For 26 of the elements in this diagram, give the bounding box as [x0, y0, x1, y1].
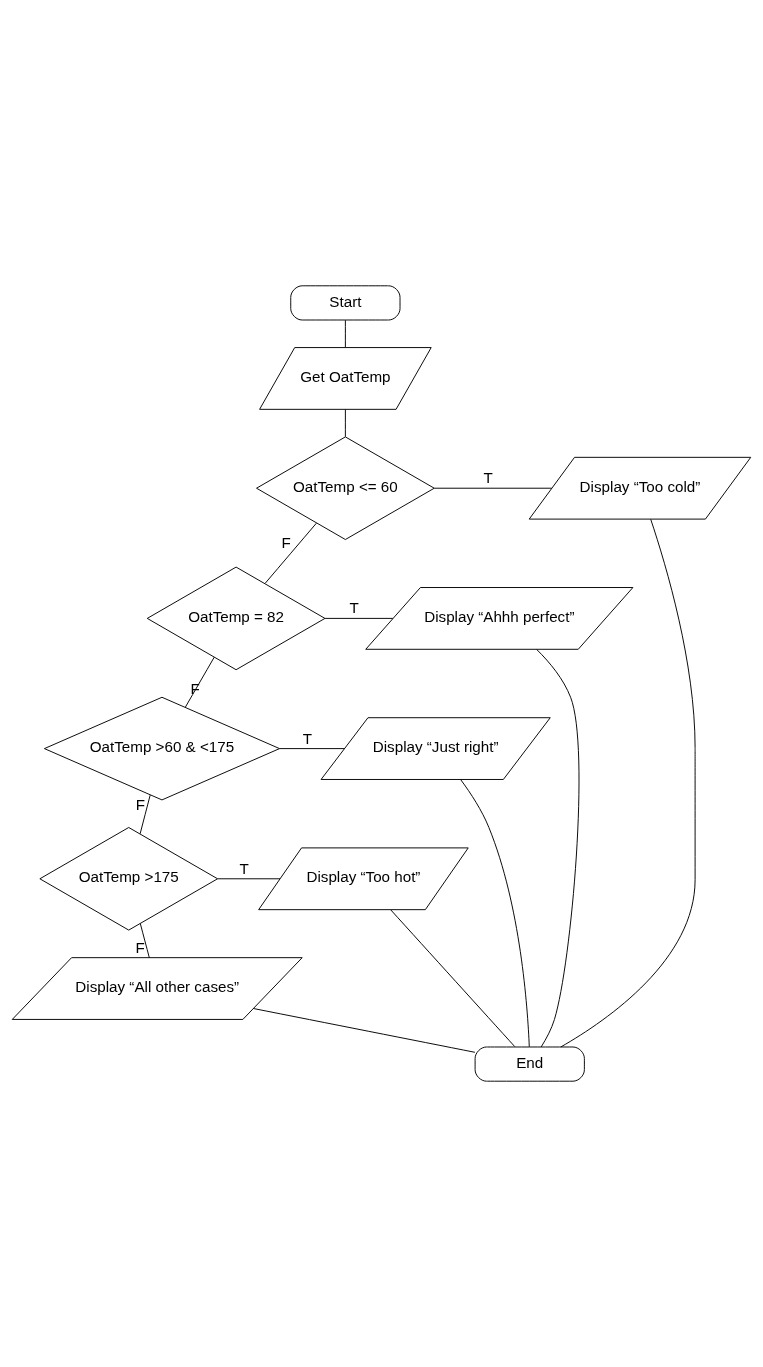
connector	[139, 923, 150, 959]
node-diamond: OatTemp >175	[39, 827, 219, 931]
node-box: Start	[290, 285, 401, 321]
edge-label: T	[302, 729, 312, 747]
connector	[324, 617, 394, 619]
connector	[390, 909, 516, 1047]
edge-label: T	[349, 599, 359, 617]
connector	[344, 319, 346, 348]
connector	[139, 794, 151, 835]
connector	[433, 487, 553, 489]
connector	[264, 522, 317, 584]
node-box: End	[474, 1046, 585, 1082]
connector	[279, 748, 345, 750]
connector	[344, 408, 346, 438]
connector	[217, 878, 281, 880]
node-diamond: OatTemp = 82	[146, 566, 326, 671]
connector	[252, 1008, 476, 1053]
edge-label: T	[239, 859, 249, 877]
edge-label: F	[190, 680, 200, 698]
edge-label: T	[483, 469, 493, 487]
connector	[185, 656, 215, 708]
node-diamond: OatTemp >60 & <175	[43, 696, 280, 801]
edge-label: F	[135, 939, 145, 957]
connector	[560, 518, 696, 1048]
connector	[536, 649, 580, 1048]
connector	[460, 779, 530, 1048]
